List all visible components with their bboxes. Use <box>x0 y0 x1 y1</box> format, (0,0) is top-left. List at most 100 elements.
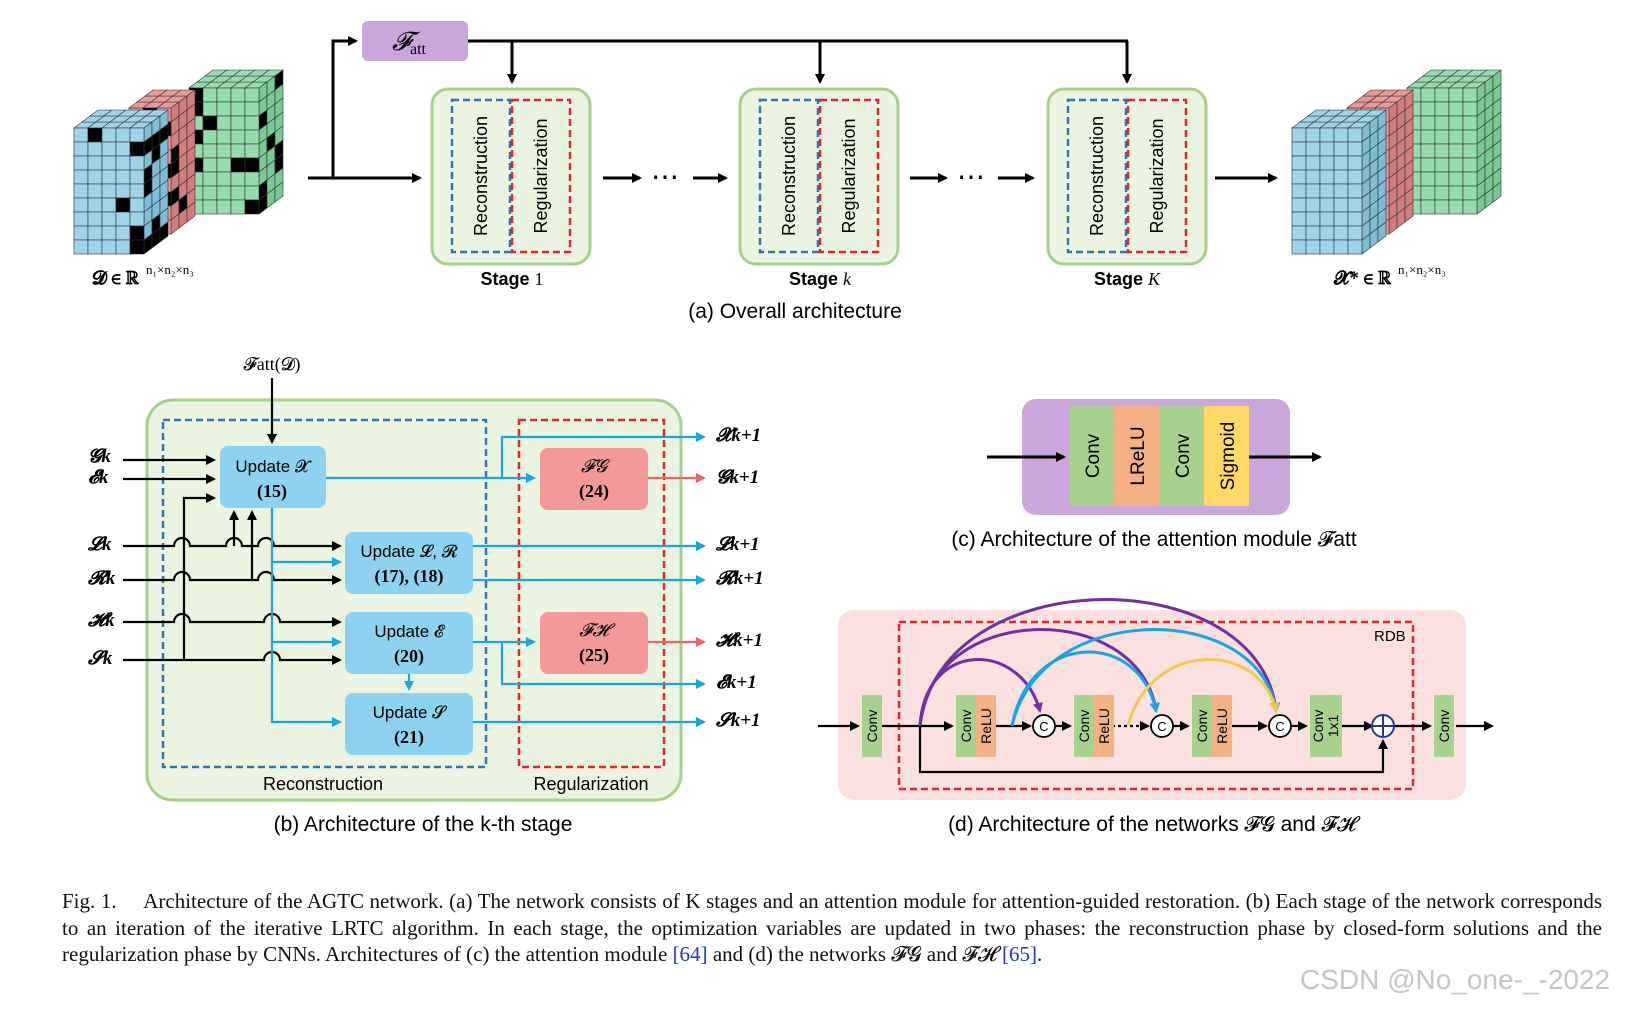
input-h-label: 𝓗k <box>87 610 115 631</box>
input-e-label: 𝓔k <box>88 467 109 488</box>
d-conv1x1-label-a: Conv <box>1310 710 1326 743</box>
b-input-labels: 𝓖k 𝓔k 𝓛k 𝓡k 𝓗k 𝓢k <box>87 446 116 669</box>
output-h-label: 𝓗k+1 <box>715 630 763 651</box>
svg-text:C: C <box>1039 719 1048 734</box>
d-rdb3-conv-label: Conv <box>1194 710 1210 743</box>
d-conv-out <box>1434 695 1454 757</box>
stageK-reg-label: Regularization <box>1147 118 1167 233</box>
d-concat-1: C <box>1032 714 1056 738</box>
d-rdb3-conv <box>1192 695 1212 757</box>
b-top-input-label: 𝓕att(𝓓) <box>243 354 300 375</box>
net-g-eq: (24) <box>579 481 609 502</box>
rdb-label: RDB <box>1374 628 1406 645</box>
svg-text:C: C <box>1275 719 1284 734</box>
input-l-label: 𝓛k <box>87 534 112 555</box>
b-input-lines <box>123 378 342 665</box>
figure-caption: Fig. 1. Architecture of the AGTC network… <box>62 888 1602 968</box>
net-h-title: 𝓕𝓗 <box>579 620 616 640</box>
att-input-arrow <box>331 36 358 178</box>
d-sum-node <box>1371 714 1395 738</box>
d-rdb1-conv <box>956 695 976 757</box>
output-e-label: 𝓔k+1 <box>716 672 757 693</box>
d-rdb1-conv-label: Conv <box>958 710 974 743</box>
input-r-label: 𝓡k <box>87 568 116 589</box>
panel-c-caption: (c) Architecture of the attention module… <box>951 528 1357 551</box>
input-s-label: 𝓢k <box>87 648 113 669</box>
d-concat-3: C <box>1268 714 1292 738</box>
watermark: CSDN @No_one-_-2022 <box>1300 964 1611 995</box>
stage1-reg-label: Regularization <box>531 118 551 233</box>
output-tensor-dims: n₁×n₂×n₃ <box>1398 262 1446 277</box>
b-output-labels: 𝓧k+1 𝓖k+1 𝓛k+1 𝓡k+1 𝓗k+1 𝓔k+1 𝓢k+1 <box>715 425 764 731</box>
panel-a: 𝓓 ∈ ℝ n₁×n₂×n₃ 𝓧* ∈ ℝ n₁×n₂×n₃ 𝓕 att ⋯ ⋯… <box>73 21 1502 323</box>
d-conv-in-label: Conv <box>864 710 880 743</box>
svg-text:C: C <box>1157 719 1166 734</box>
panel-d-caption: (d) Architecture of the networks 𝓕𝓖 and … <box>948 813 1361 836</box>
att-layer-conv1 <box>1069 406 1114 506</box>
recon-region-label: Reconstruction <box>263 774 383 794</box>
att-layer-conv2 <box>1159 406 1204 506</box>
update-s-title: Update 𝓢 <box>373 703 448 722</box>
stageK-recon-label: Reconstruction <box>1087 116 1107 236</box>
output-tensor-cube <box>1291 69 1502 255</box>
d-rdb2-conv <box>1074 695 1094 757</box>
d-rdb1-relu <box>976 695 996 757</box>
output-x-label: 𝓧k+1 <box>715 425 761 446</box>
output-r-label: 𝓡k+1 <box>715 568 764 589</box>
att-layer-conv2-label: Conv <box>1173 433 1194 478</box>
d-concat-2: C <box>1150 714 1174 738</box>
panel-b: 𝓕att(𝓓) Reconstruction Regularization U <box>87 354 764 836</box>
attention-module-box <box>362 21 468 61</box>
regularization-region <box>517 418 666 769</box>
caption-body-2: and (d) the networks 𝓕𝓖 and 𝓕𝓗 <box>712 942 997 966</box>
b-blue-arrows <box>270 432 706 727</box>
panel-b-caption: (b) Architecture of the k-th stage <box>274 813 573 836</box>
update-e-box <box>345 612 473 674</box>
update-lr-title: Update 𝓛, 𝓡 <box>360 542 457 561</box>
attention-module-sub: att <box>410 41 427 58</box>
stagek-reg-label: Regularization <box>839 118 859 233</box>
d-rdb3-relu-label: ReLU <box>1214 708 1230 744</box>
reconstruction-region <box>161 418 488 769</box>
input-tensor-dims: n₁×n₂×n₃ <box>146 262 194 277</box>
caption-ref-64[interactable]: [64] <box>672 942 708 966</box>
att-layer-lrelu-label: LReLU <box>1128 426 1149 485</box>
d-main-flow <box>818 721 1494 774</box>
update-lr-box <box>345 532 473 594</box>
input-g-label: 𝓖k <box>88 446 111 467</box>
rdb-dashed-box <box>897 620 1415 791</box>
update-x-eq: (15) <box>257 481 287 502</box>
panel-d: RDB Conv Con <box>818 598 1494 836</box>
update-lr-eq: (17), (18) <box>375 566 444 587</box>
d-rdb2-relu <box>1094 695 1114 757</box>
att-layer-lrelu <box>1114 406 1159 506</box>
update-s-box <box>345 693 473 755</box>
d-conv-in <box>862 695 882 757</box>
caption-body-1: Architecture of the AGTC network. (a) Th… <box>62 889 1603 966</box>
d-rdb2-conv-label: Conv <box>1076 710 1092 743</box>
d-conv-out-label: Conv <box>1436 710 1452 743</box>
update-x-title: Update 𝓧 <box>235 457 312 476</box>
att-layer-conv1-label: Conv <box>1083 433 1104 478</box>
caption-ref-65[interactable]: [65] <box>1002 942 1038 966</box>
d-rdb1-relu-label: ReLU <box>978 708 994 744</box>
d-rdb3-relu <box>1212 695 1232 757</box>
d-conv1x1-label-b: 1x1 <box>1325 715 1341 738</box>
d-rdb2-relu-label: ReLU <box>1096 708 1112 744</box>
net-g-title: 𝓕𝓖 <box>581 456 610 476</box>
att-layer-sigmoid <box>1204 406 1249 506</box>
reg-region-label: Regularization <box>533 774 648 794</box>
net-h-box <box>540 612 648 674</box>
panel-a-caption: (a) Overall architecture <box>688 300 902 323</box>
caption-prefix: Fig. 1. <box>62 889 117 913</box>
dots-2: ⋯ <box>957 162 985 193</box>
stage1-recon-label: Reconstruction <box>471 116 491 236</box>
stagek-recon-label: Reconstruction <box>779 116 799 236</box>
d-conv1x1 <box>1310 695 1342 757</box>
